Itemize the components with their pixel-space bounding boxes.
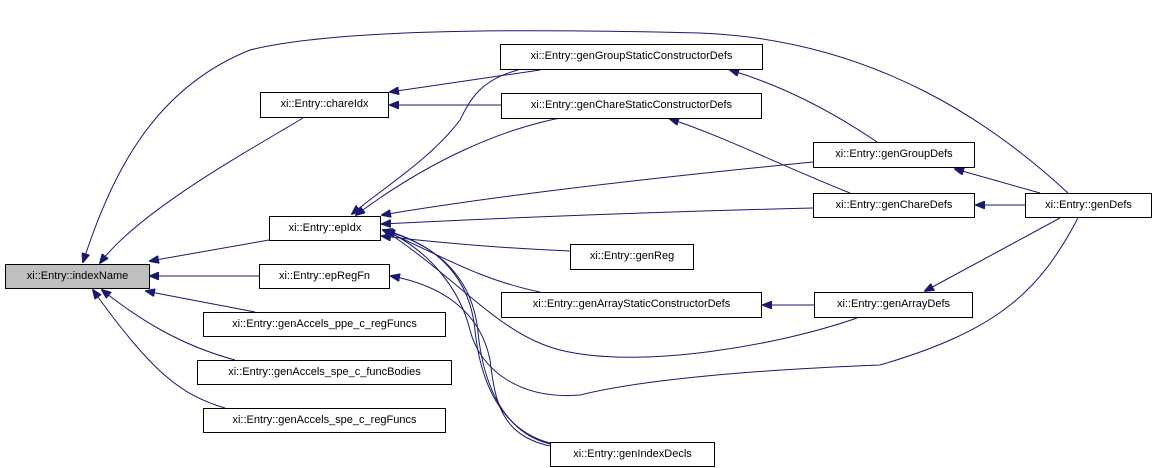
- edge-genIndexDecls-epRegFn: [391, 276, 551, 447]
- node-genGroupStaticConstructorDefs[interactable]: xi::Entry::genGroupStaticConstructorDefs: [500, 44, 763, 70]
- edge-spe-funcBodies-indexName: [102, 290, 236, 361]
- edge-genDefs-indexName: [83, 30, 1069, 262]
- edge-spe-regFuncs-indexName: [93, 290, 226, 409]
- node-chareIdx[interactable]: xi::Entry::chareIdx: [260, 92, 389, 118]
- edge-genArrayStatic-epIdx: [383, 230, 541, 293]
- node-genAccels-spe-c-funcBodies[interactable]: xi::Entry::genAccels_spe_c_funcBodies: [197, 360, 452, 385]
- node-genChareStaticConstructorDefs[interactable]: xi::Entry::genChareStaticConstructorDefs: [501, 93, 762, 119]
- node-genReg[interactable]: xi::Entry::genReg: [570, 244, 694, 270]
- edge-genReg-epIdx: [382, 236, 571, 252]
- node-epRegFn[interactable]: xi::Entry::epRegFn: [259, 264, 390, 289]
- edge-genDefs-genArrayDefs: [925, 217, 1061, 291]
- node-genArrayDefs[interactable]: xi::Entry::genArrayDefs: [814, 292, 973, 318]
- edge-genChareDefs-genChareStatic: [670, 119, 851, 194]
- edge-genGroupStatic-chareIdx: [390, 69, 541, 92]
- edge-genGroupDefs-epIdx: [382, 161, 814, 215]
- edge-genGroupDefs-genGroupStatic: [730, 70, 878, 143]
- edge-genDefs-epIdx: [384, 217, 1079, 397]
- node-genDefs[interactable]: xi::Entry::genDefs: [1025, 193, 1152, 218]
- edge-genChareStatic-epIdx: [356, 117, 561, 215]
- edge-genGroupStatic-epIdx: [352, 69, 519, 214]
- edge-chareIdx-indexName: [100, 117, 304, 263]
- node-genArrayStaticConstructorDefs[interactable]: xi::Entry::genArrayStaticConstructorDefs: [501, 292, 762, 318]
- edge-genChareDefs-epIdx: [382, 207, 814, 224]
- node-genIndexDecls[interactable]: xi::Entry::genIndexDecls: [550, 442, 715, 467]
- node-genAccels-ppe-c-regFuncs[interactable]: xi::Entry::genAccels_ppe_c_regFuncs: [203, 312, 446, 337]
- node-genChareDefs[interactable]: xi::Entry::genChareDefs: [813, 193, 975, 218]
- node-genGroupDefs[interactable]: xi::Entry::genGroupDefs: [813, 142, 975, 168]
- edge-genArrayDefs-epIdx: [384, 230, 858, 358]
- node-epIdx[interactable]: xi::Entry::epIdx: [269, 216, 381, 241]
- edge-genDefs-genGroupDefs: [955, 169, 1041, 194]
- edge-ppe-regFuncs-indexName: [146, 291, 256, 313]
- edge-epIdx-indexName: [150, 239, 270, 261]
- edge-genIndexDecls-epIdx-2: [386, 231, 551, 445]
- node-genAccels-spe-c-regFuncs[interactable]: xi::Entry::genAccels_spe_c_regFuncs: [203, 408, 446, 433]
- node-indexName[interactable]: xi::Entry::indexName: [5, 264, 150, 289]
